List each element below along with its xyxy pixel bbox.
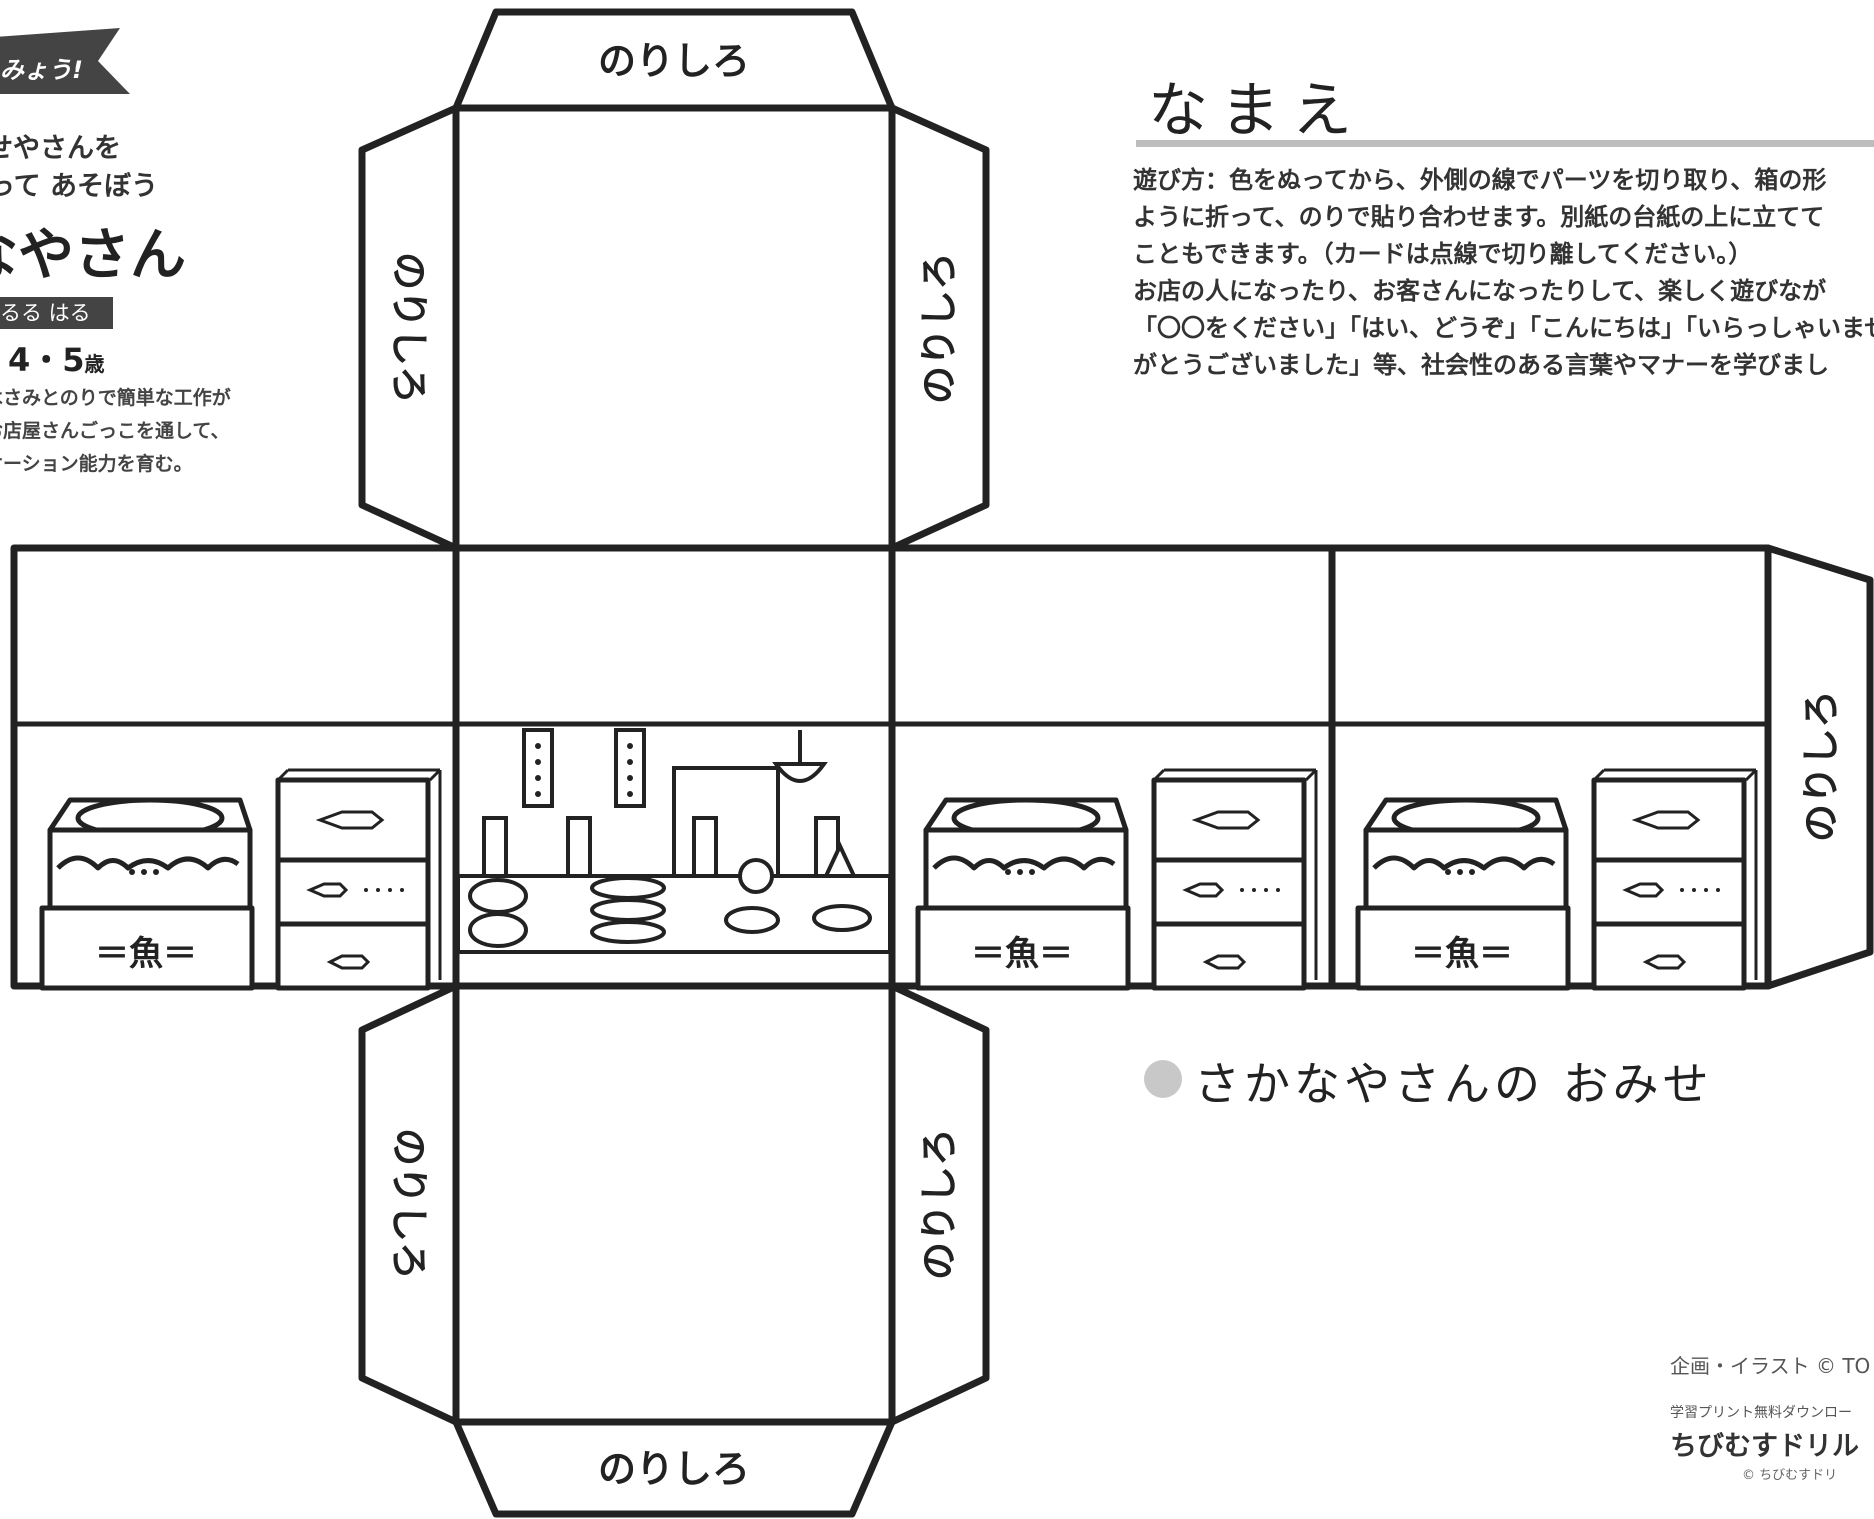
glue-flap-bottom-right	[888, 982, 990, 1426]
page-title: なやさん	[0, 223, 186, 288]
credit-planning: 企画・イラスト © TO	[1670, 1354, 1871, 1378]
name-label: なまえ	[1148, 76, 1364, 146]
glue-flap-top-left	[358, 104, 460, 552]
top-panel	[452, 104, 896, 552]
age-badge: るる はる	[0, 297, 113, 329]
glue-label-top-right: のりしろ	[917, 252, 961, 404]
glue-flap-top-right	[888, 104, 990, 552]
description-line-2: お店屋さんごっこを通して、	[0, 420, 230, 442]
glue-label-right: のりしろ	[1799, 690, 1843, 842]
shop-title: さかなやさんの おみせ	[1142, 1048, 1713, 1114]
age-unit: 歳	[84, 352, 105, 376]
name-underline	[1136, 140, 1874, 147]
glue-label-top-left: のりしろ	[387, 252, 431, 404]
age-values: ・4・5	[0, 341, 85, 379]
instruction-line-6: がとうございました」等、社会性のある言葉やマナーを学びまし	[1133, 351, 1829, 379]
fish-stall-3: ＝魚＝	[1358, 770, 1756, 988]
shop-title-text: さかなやさんの おみせ	[1194, 1057, 1713, 1111]
glue-label-bottom-left: のりしろ	[387, 1128, 431, 1280]
subtitle-line-1: せやさんを	[0, 133, 121, 164]
brand-logo: ちびむすドリル	[1670, 1431, 1859, 1462]
instruction-line-3: こともできます。（カードは点線で切り離してください。）	[1133, 240, 1753, 268]
glue-flap-right	[1764, 544, 1874, 990]
instruction-line-4: お店の人になったり、お客さんになったりして、楽しく遊びなが	[1133, 277, 1827, 305]
glue-flap-bottom	[452, 1418, 896, 1518]
glue-label-bottom: のりしろ	[598, 1447, 750, 1491]
description-line-1: はさみとのりで簡単な工作が	[0, 387, 231, 409]
bottom-panel	[452, 982, 896, 1426]
glue-label-top: のりしろ	[598, 39, 750, 83]
fish-stall-2: ＝魚＝	[918, 770, 1316, 988]
instruction-line-5: 「〇〇をください」「はい、どうぞ」「こんにちは」「いらっしゃいませ	[1133, 314, 1874, 342]
credit-download: 学習プリント無料ダウンロー	[1670, 1405, 1852, 1421]
fish-sign-2: ＝魚＝	[971, 934, 1073, 974]
fish-stall-1: ＝魚＝	[42, 770, 440, 988]
instruction-line-1: 遊び方：色をぬってから、外側の線でパーツを切り取り、箱の形	[1133, 166, 1827, 194]
subtitle-line-2: って あそぼう	[0, 171, 159, 202]
fish-sign-1: ＝魚＝	[95, 934, 197, 974]
copyright: © ちびむすドリ	[1742, 1468, 1838, 1483]
fish-sign-3: ＝魚＝	[1411, 934, 1513, 974]
glue-label-bottom-right: のりしろ	[917, 1128, 961, 1280]
age-range: ・4・5歳	[0, 335, 105, 381]
description-line-3: ケーション能力を育む。	[0, 453, 193, 475]
glue-flap-bottom-left	[358, 982, 460, 1426]
shop-counter	[456, 728, 892, 954]
ribbon-text: みょう!	[0, 56, 83, 84]
bullet-dot	[1144, 1060, 1182, 1098]
ribbon-banner	[0, 28, 130, 94]
instruction-line-2: ように折って、のりで貼り合わせます。別紙の台紙の上に立てて	[1133, 203, 1825, 231]
